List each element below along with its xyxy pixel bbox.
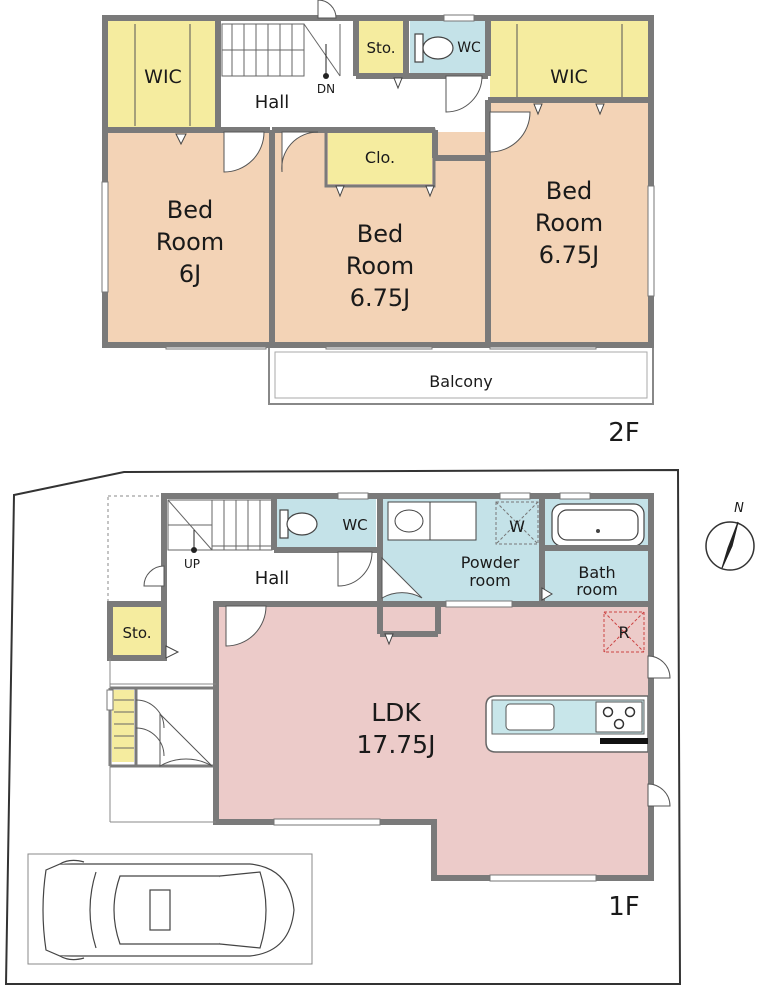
windows-1f	[106, 492, 597, 882]
sto-2f-label: Sto.	[366, 39, 395, 57]
bedroom-left-line2: Room	[156, 228, 224, 256]
powder-room-line1: Powder	[461, 553, 520, 572]
wic-right	[490, 21, 648, 100]
floor-1f: UP Hall WC W Powder room Bath room Sto. …	[4, 77, 755, 985]
hall-2f-label: Hall	[255, 92, 290, 113]
up-label: UP	[184, 557, 200, 571]
closet-label: Clo.	[365, 148, 395, 167]
ldk-line2: 17.75J	[357, 730, 436, 759]
bathtub	[551, 503, 645, 547]
bedroom-right-line3: 6.75J	[539, 241, 600, 269]
toilet-1f	[279, 509, 318, 539]
powder-room-line2: room	[469, 571, 510, 590]
storage-1f	[112, 606, 162, 656]
ldk-line1: LDK	[371, 698, 421, 727]
compass-icon: N	[705, 501, 755, 571]
washer-space	[495, 501, 539, 545]
bedroom-left-line3: 6J	[179, 260, 201, 288]
bedroom-left-line1: Bed	[167, 196, 213, 224]
parking-space	[27, 853, 313, 965]
ldk	[218, 606, 648, 876]
floor-1f-label: 1F	[608, 892, 640, 922]
washer-label: W	[509, 517, 525, 536]
wc-2f-label: WC	[457, 40, 481, 56]
bedroom-right-line2: Room	[535, 209, 603, 237]
bath-room-line1: Bath	[578, 563, 615, 582]
doors-2f	[223, 0, 531, 173]
fridge-space	[603, 611, 645, 653]
doors-1f	[135, 551, 671, 807]
compass-north-label: N	[734, 501, 744, 516]
floor-2f-label: 2F	[608, 418, 640, 448]
floor-2f: WIC WIC Sto. WC Hall DN Clo. Bed Room 6J…	[101, 0, 655, 448]
stairs-1f	[167, 499, 273, 551]
bedroom-middle-line2: Room	[346, 252, 414, 280]
balcony-label: Balcony	[429, 372, 492, 391]
car-icon	[42, 859, 295, 961]
washbasin	[387, 501, 477, 541]
shoe-storage	[112, 690, 134, 762]
hall-1f-label: Hall	[255, 568, 290, 589]
stairs-2f	[221, 23, 341, 77]
bedroom-middle-line3: 6.75J	[350, 284, 411, 312]
toilet-2f	[414, 33, 454, 63]
fridge-label: R	[618, 623, 629, 642]
closet	[328, 132, 432, 184]
walls-1f	[107, 493, 654, 881]
wic-left	[108, 21, 216, 128]
balcony	[268, 345, 654, 405]
storage-2f	[358, 21, 404, 74]
site-boundary	[4, 468, 682, 985]
bedroom-right-line1: Bed	[546, 177, 592, 205]
dn-label: DN	[317, 82, 335, 96]
kitchen-counter	[485, 695, 649, 753]
bedroom-middle-line1: Bed	[357, 220, 403, 248]
wic-left-label: WIC	[144, 66, 182, 88]
wic-right-label: WIC	[550, 66, 588, 88]
wc-1f-label: WC	[342, 516, 367, 534]
bath-room-line2: room	[576, 580, 617, 599]
sto-1f-label: Sto.	[122, 624, 151, 642]
